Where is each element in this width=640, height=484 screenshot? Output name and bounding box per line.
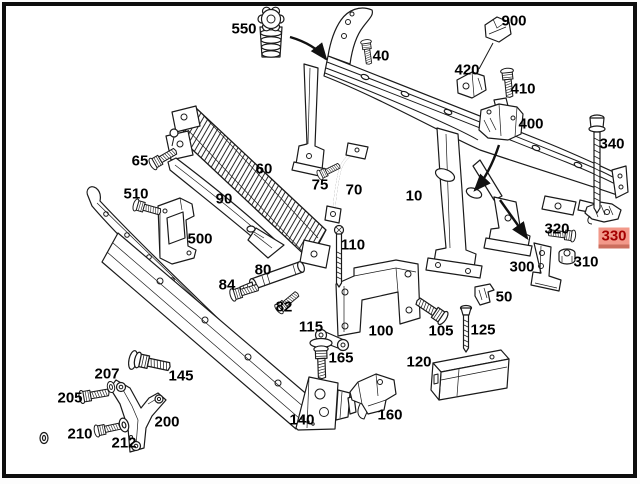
part-label-100[interactable]: 100 [368, 322, 394, 340]
part-label-120[interactable]: 120 [406, 353, 432, 371]
part-900-clip-drawing [484, 16, 512, 43]
part-label-82[interactable]: 82 [275, 298, 293, 316]
part-label-105[interactable]: 105 [428, 322, 454, 340]
part-label-84[interactable]: 84 [218, 276, 236, 294]
part-label-50[interactable]: 50 [495, 288, 513, 306]
part-label-200[interactable]: 200 [154, 413, 180, 431]
part-label-510[interactable]: 510 [123, 185, 149, 203]
part-60-crash-beam-drawing [165, 105, 331, 269]
part-label-160[interactable]: 160 [377, 406, 403, 424]
part-10-front-carrier-drawing [291, 7, 629, 279]
part-label-320[interactable]: 320 [544, 220, 570, 238]
part-label-207[interactable]: 207 [94, 365, 120, 383]
part-400-hood-latch-drawing [478, 97, 524, 141]
part-label-300[interactable]: 300 [509, 258, 535, 276]
part-70-rod-drawing [324, 142, 369, 224]
part-label-400[interactable]: 400 [518, 115, 544, 133]
part-label-125[interactable]: 125 [470, 321, 496, 339]
part-label-410[interactable]: 410 [510, 80, 536, 98]
part-label-40[interactable]: 40 [372, 47, 390, 65]
part-label-70[interactable]: 70 [345, 181, 363, 199]
part-200-y-bracket-drawing [39, 379, 167, 453]
part-label-340[interactable]: 340 [599, 135, 625, 153]
leader-lines [289, 35, 529, 240]
part-label-115[interactable]: 115 [298, 318, 324, 336]
part-label-900[interactable]: 900 [501, 12, 527, 30]
part-label-212[interactable]: 212 [111, 434, 137, 452]
part-310-nut-drawing [558, 248, 576, 265]
part-300-bracket-drawing [530, 242, 562, 292]
part-label-110[interactable]: 110 [340, 236, 366, 254]
part-label-205[interactable]: 205 [57, 389, 83, 407]
part-label-10[interactable]: 10 [405, 187, 423, 205]
part-label-165[interactable]: 165 [328, 349, 354, 367]
part-label-330[interactable]: 330 [598, 227, 630, 249]
part-label-75[interactable]: 75 [311, 176, 329, 194]
part-550-buffer-drawing [257, 6, 285, 58]
part-label-140[interactable]: 140 [289, 411, 315, 429]
part-label-550[interactable]: 550 [231, 20, 257, 38]
part-420-bracket-drawing [456, 71, 487, 99]
fasteners-drawing [77, 38, 606, 439]
part-label-65[interactable]: 65 [131, 152, 149, 170]
part-label-310[interactable]: 310 [573, 253, 599, 271]
part-120-crash-box-drawing [430, 349, 510, 401]
part-100-bracket-drawing [335, 259, 421, 337]
part-label-145[interactable]: 145 [168, 367, 194, 385]
part-50-clamp-drawing [474, 283, 495, 306]
part-140-bumper-beam-drawing [86, 186, 351, 431]
part-label-90[interactable]: 90 [215, 190, 233, 208]
part-90-reinforcing-strip-drawing [167, 157, 285, 259]
part-label-500[interactable]: 500 [187, 230, 213, 248]
part-500-bracket-drawing [157, 197, 197, 265]
part-160-bracket-drawing [347, 373, 397, 420]
part-label-60[interactable]: 60 [255, 160, 273, 178]
part-label-210[interactable]: 210 [67, 425, 93, 443]
part-115-link-plate-drawing [314, 328, 350, 352]
part-label-80[interactable]: 80 [254, 261, 272, 279]
part-label-420[interactable]: 420 [454, 61, 480, 79]
